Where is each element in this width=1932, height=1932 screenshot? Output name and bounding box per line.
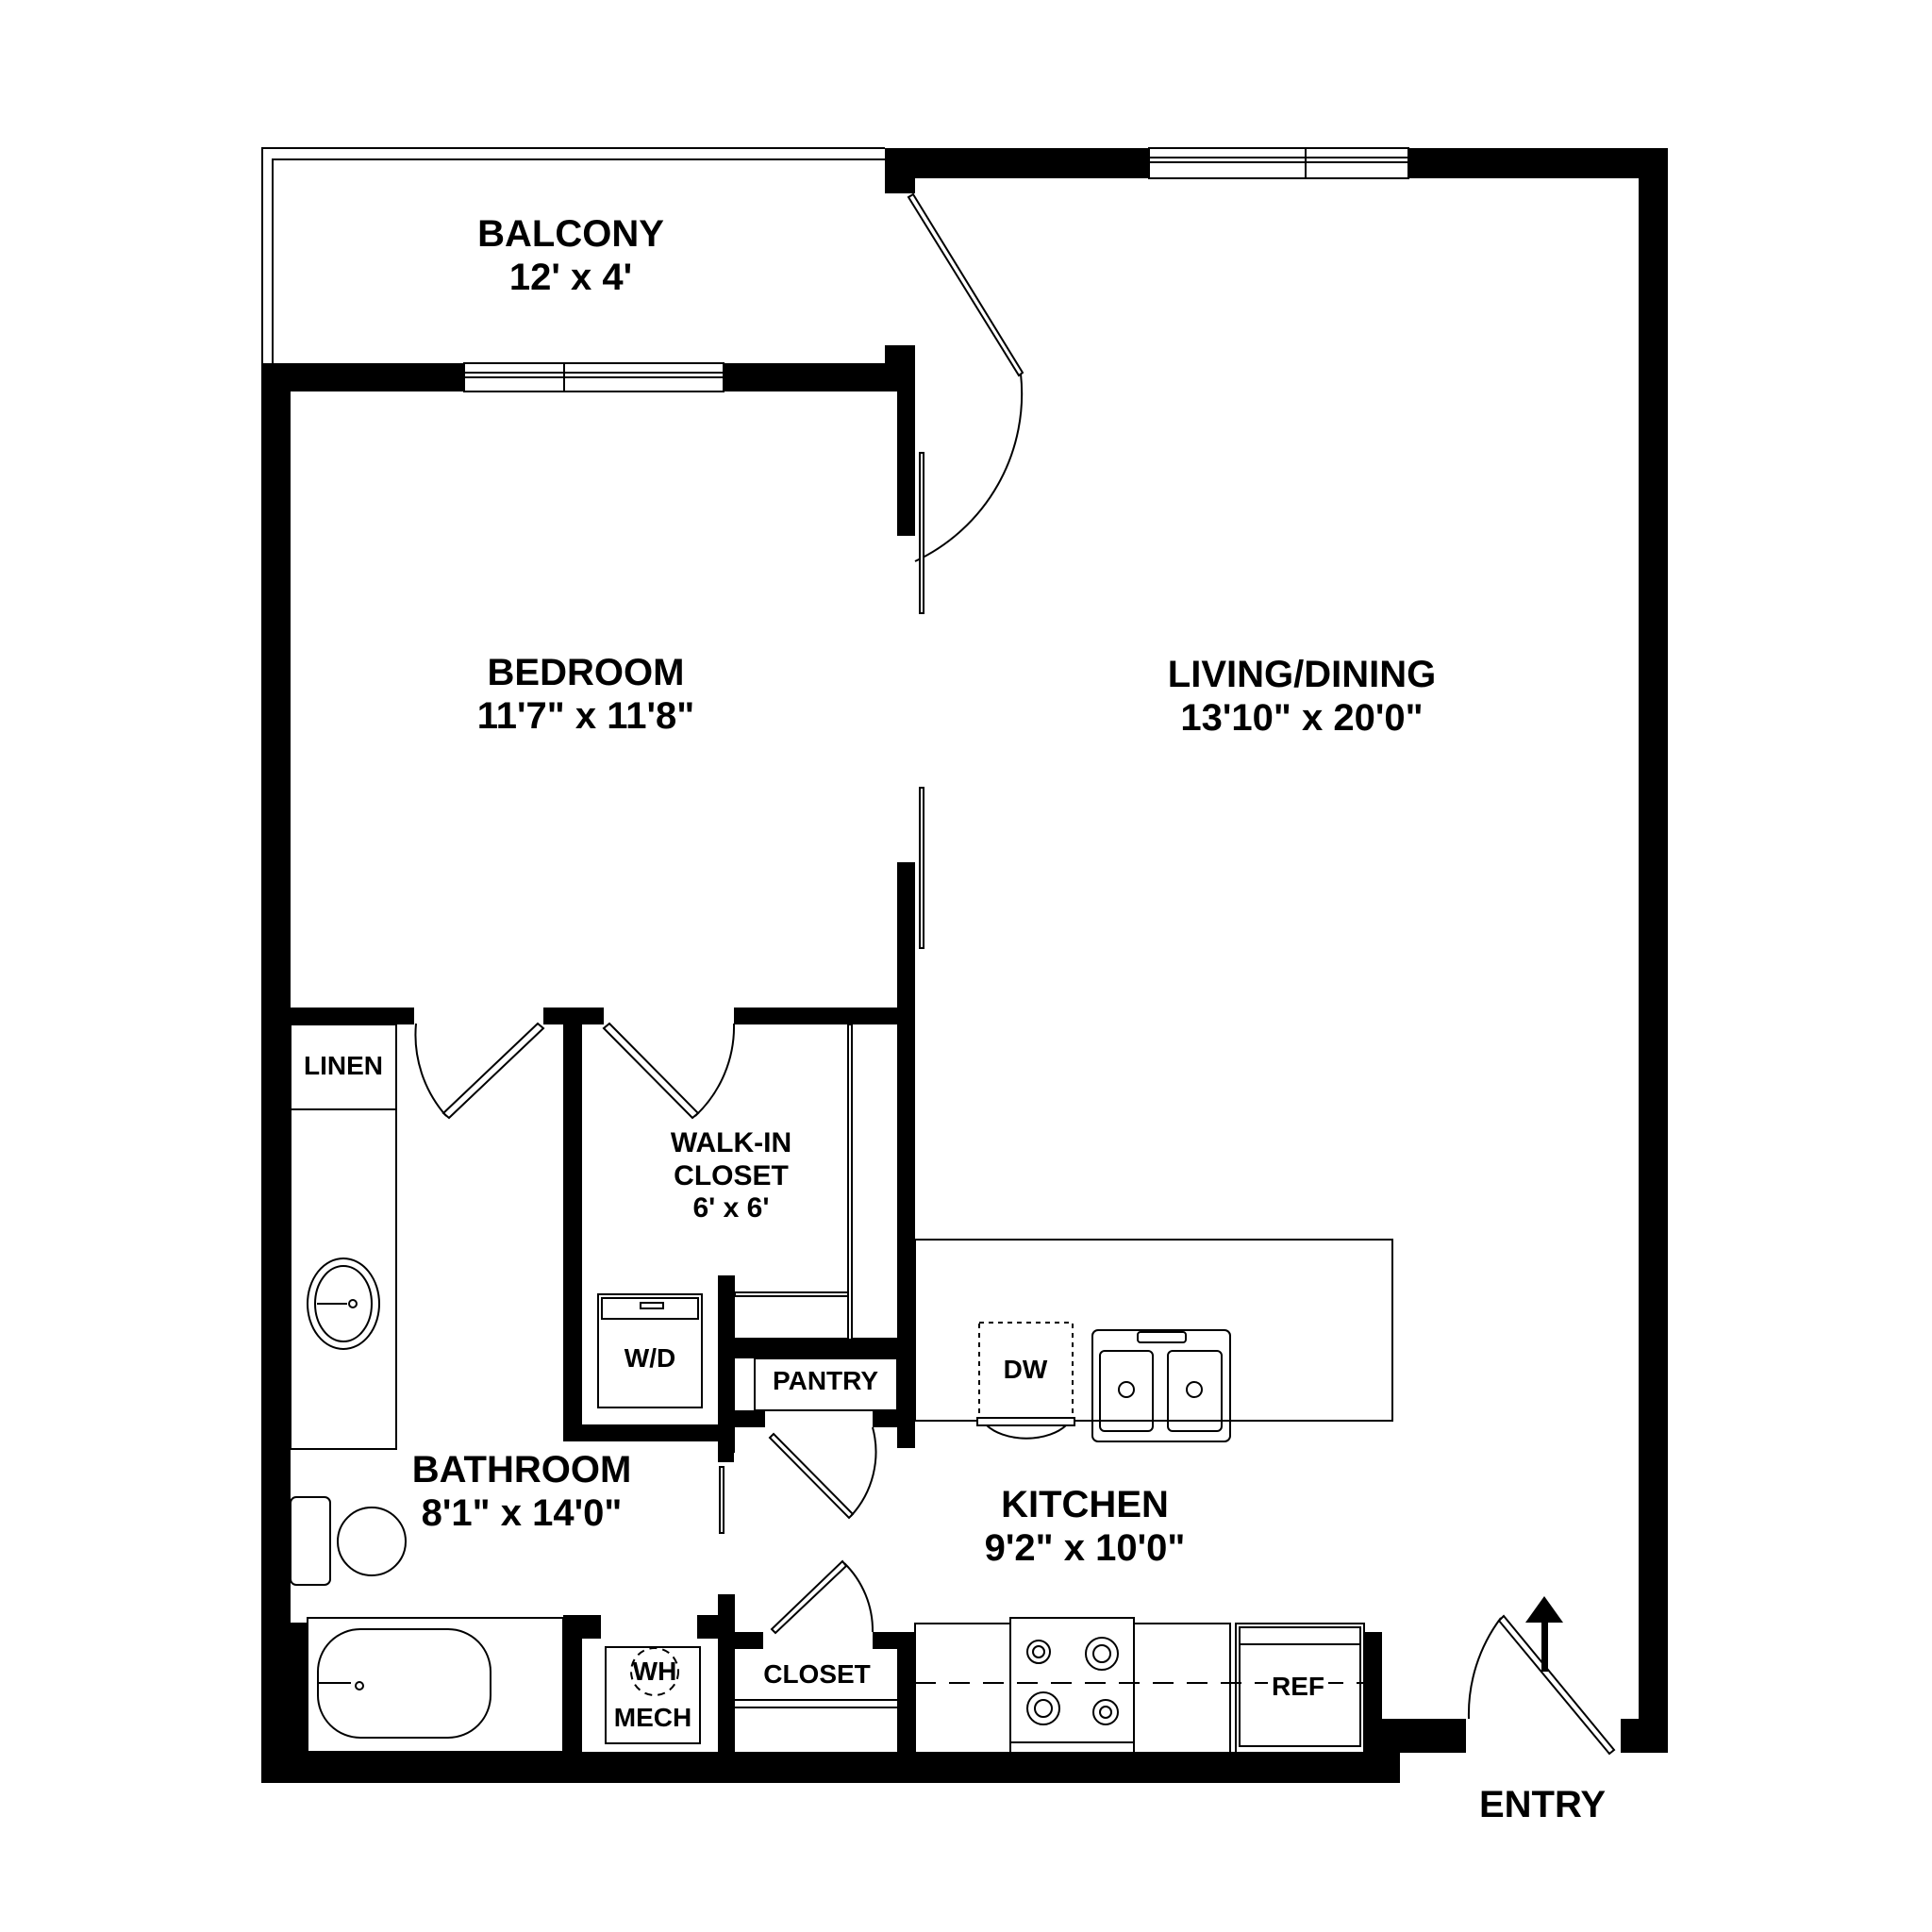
doors [414, 192, 1616, 1756]
room-label-kitchen: KITCHEN 9'2" x 10'0" [985, 1483, 1186, 1570]
room-name: BALCONY [477, 213, 664, 255]
room-size: 13'10" x 20'0" [1180, 697, 1424, 739]
fixture-label-refrigerator: REF [1268, 1672, 1328, 1703]
closet-shelf [735, 1699, 897, 1708]
room-size: 9'2" x 10'0" [984, 1527, 1186, 1569]
windows [463, 147, 1409, 392]
balcony-railing [261, 147, 885, 365]
room-label-walk-in-closet: WALK-IN CLOSET 6' x 6' [671, 1127, 791, 1225]
room-size: 12' x 4' [508, 257, 633, 298]
room-name: BATHROOM [411, 1449, 632, 1491]
fixture-label-washer-dryer: W/D [624, 1343, 676, 1373]
room-size: 8'1" x 14'0" [421, 1492, 623, 1534]
bathroom-fixtures [290, 1024, 701, 1753]
room-size: 11'7" x 11'8" [476, 695, 695, 737]
fixture-label-closet: CLOSET [763, 1659, 871, 1689]
fixture-label-dishwasher: DW [1003, 1355, 1048, 1384]
fixture-label-water-heater: WH [632, 1657, 677, 1686]
pantry-shelf [754, 1357, 898, 1411]
fixture-label-pantry: PANTRY [773, 1366, 878, 1395]
room-name: KITCHEN [1001, 1484, 1169, 1525]
room-label-bathroom: BATHROOM 8'1" x 14'0" [412, 1448, 632, 1535]
room-name-line1: WALK-IN [670, 1127, 792, 1158]
room-label-bedroom: BEDROOM 11'7" x 11'8" [477, 651, 695, 738]
room-label-living-dining: LIVING/DINING 13'10" x 20'0" [1168, 653, 1436, 740]
fixture-label-mech: MECH [613, 1703, 692, 1732]
room-name: LIVING/DINING [1167, 654, 1437, 695]
room-name: BEDROOM [487, 652, 685, 693]
room-size: 6' x 6' [692, 1192, 770, 1224]
walls [261, 148, 1668, 1783]
fixture-label-linen: LINEN [304, 1051, 383, 1080]
entry-label: ENTRY [1478, 1784, 1607, 1825]
room-name-line2: CLOSET [674, 1159, 789, 1191]
room-label-balcony: BALCONY 12' x 4' [477, 212, 664, 299]
washer-dryer [597, 1293, 703, 1408]
arrow-up-icon [1525, 1596, 1563, 1672]
